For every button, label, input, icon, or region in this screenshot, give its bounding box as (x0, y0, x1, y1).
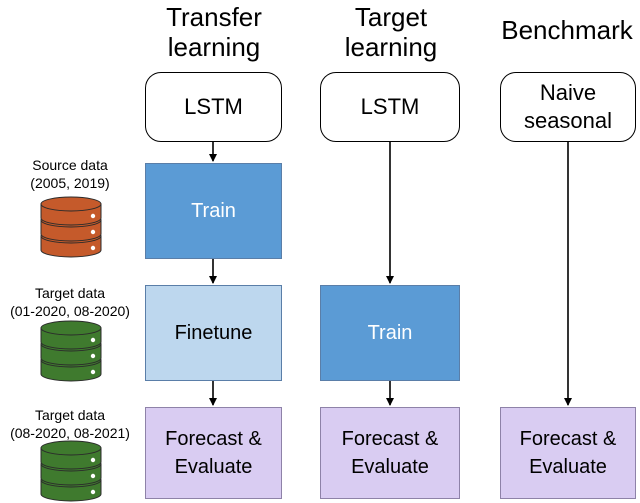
step-target-evaluate: Forecast & Evaluate (320, 407, 460, 499)
model-box-transfer-lstm: LSTM (145, 72, 282, 142)
database-icon (40, 196, 102, 258)
database-icon (40, 320, 102, 382)
step-transfer-finetune: Finetune (145, 285, 282, 381)
column-title-transfer-learning: Transfer learning (166, 2, 262, 62)
model-box-naive-seasonal: Naive seasonal (500, 72, 636, 142)
step-benchmark-evaluate: Forecast & Evaluate (500, 407, 636, 499)
step-transfer-evaluate: Forecast & Evaluate (145, 407, 282, 499)
dataset-label-source: Source data (2005, 2019) (30, 157, 110, 191)
database-icon (40, 440, 102, 502)
dataset-label-target-test: Target data (08-2020, 08-2021) (10, 407, 130, 441)
dataset-label-target-train: Target data (01-2020, 08-2020) (10, 285, 130, 319)
model-box-target-lstm: LSTM (320, 72, 460, 142)
step-transfer-train: Train (145, 163, 282, 259)
step-target-train: Train (320, 285, 460, 381)
column-title-benchmark: Benchmark (501, 15, 633, 45)
column-title-target-learning: Target learning (344, 2, 438, 62)
